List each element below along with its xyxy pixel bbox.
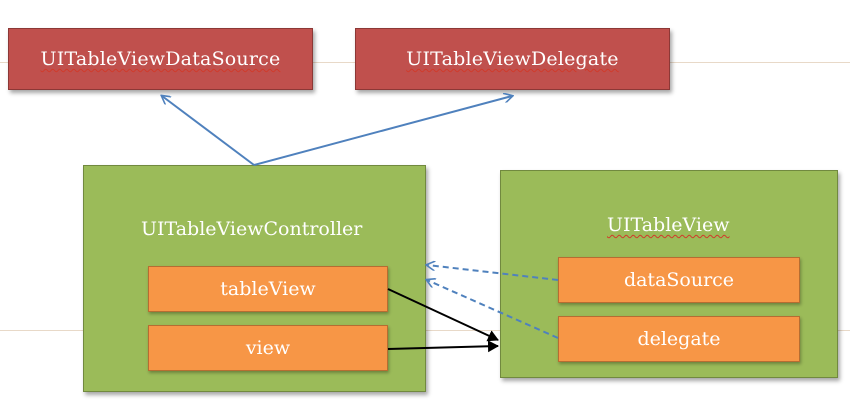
uitableviewdelegate-label: UITableViewDelegate <box>406 48 619 70</box>
controller-to-delegate-protocol-line <box>253 96 512 166</box>
uitableviewdatasource-label: UITableViewDataSource <box>40 48 281 70</box>
datasource-property-box: dataSource <box>558 257 800 303</box>
datasource-property-label: dataSource <box>623 269 735 291</box>
uitableviewdelegate-box: UITableViewDelegate <box>355 28 670 90</box>
uitableview-title: UITableView <box>607 214 730 236</box>
tableview-property-box: tableView <box>148 266 388 312</box>
tableview-property-label: tableView <box>220 278 316 300</box>
delegate-property-box: delegate <box>558 316 800 362</box>
uitableviewcontroller-title: UITableViewController <box>141 218 363 240</box>
delegate-property-label: delegate <box>637 328 721 350</box>
view-property-label: view <box>245 337 291 359</box>
view-property-box: view <box>148 325 388 371</box>
uitableviewdatasource-box: UITableViewDataSource <box>8 28 313 90</box>
controller-to-datasource-protocol-line <box>162 96 255 166</box>
